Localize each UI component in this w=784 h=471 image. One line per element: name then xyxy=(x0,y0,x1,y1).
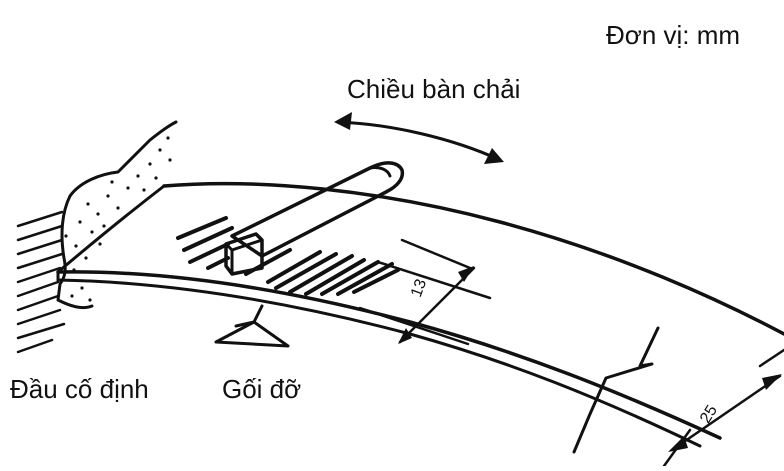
specimen-strip xyxy=(56,181,784,454)
support-label: Gối đỡ xyxy=(222,374,302,404)
fixed-end-label: Đầu cố định xyxy=(10,374,149,404)
brush-direction-arrow xyxy=(334,112,504,164)
dimension-13 xyxy=(358,238,492,346)
unit-label: Đơn vị: mm xyxy=(606,20,741,50)
dimension-13-arrow-bottom xyxy=(398,328,412,344)
dimension-25-arrow-left xyxy=(668,436,688,452)
dimension-13-arrow-top xyxy=(458,266,474,282)
brush-direction-label: Chiều bàn chải xyxy=(347,74,521,104)
fixed-wall xyxy=(16,120,178,354)
brush xyxy=(224,161,405,276)
support-block xyxy=(214,304,290,348)
dimension-25-arrow-right xyxy=(762,374,782,390)
